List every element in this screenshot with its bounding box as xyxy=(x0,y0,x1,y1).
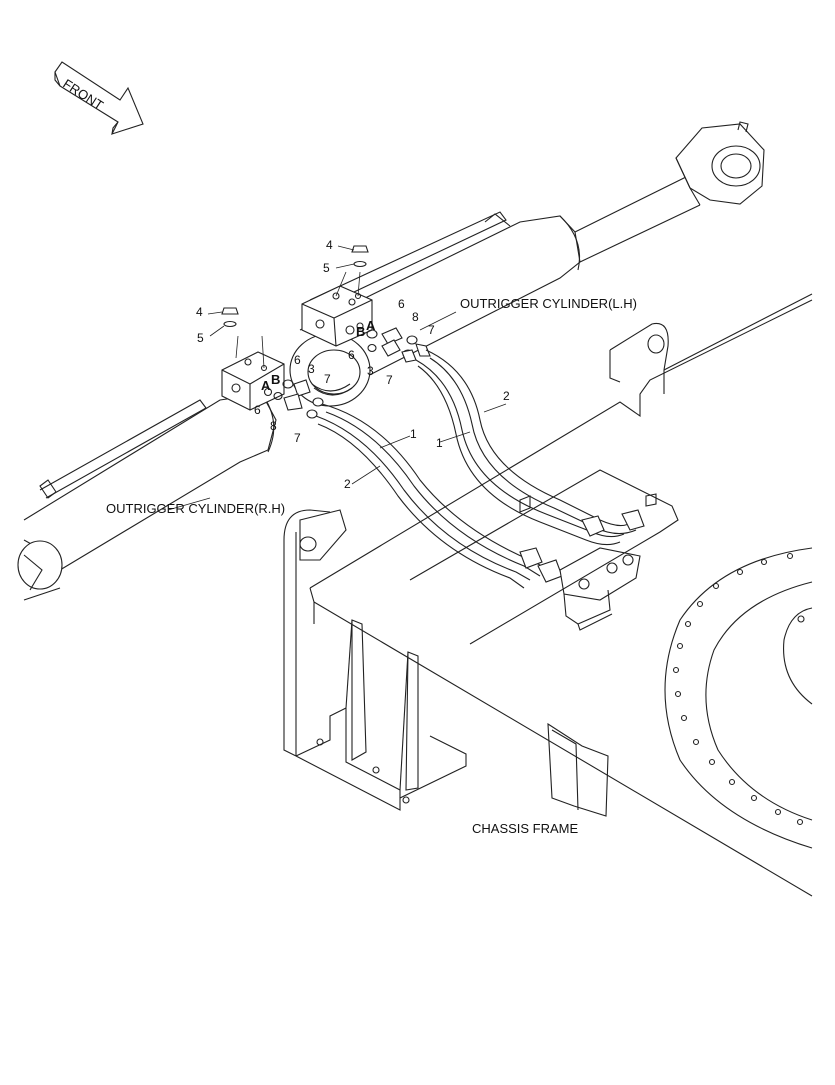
chassis-frame xyxy=(283,293,813,897)
swivel-manifold xyxy=(559,547,641,631)
part-6-rh-a: 6 xyxy=(294,353,301,367)
slewing-ring xyxy=(664,547,813,849)
part-5-lh: 5 xyxy=(323,261,330,275)
part-4-rh: 4 xyxy=(196,305,203,319)
leader-lines xyxy=(167,245,507,511)
valve-block-rh xyxy=(221,335,285,411)
part-7-lh-b: 7 xyxy=(386,373,393,387)
part-3-rh: 3 xyxy=(308,362,315,376)
plug-lh xyxy=(351,245,369,268)
outrigger-lh-label: OUTRIGGER CYLINDER(L.H) xyxy=(460,296,637,311)
outrigger-cylinder-lh xyxy=(289,121,765,407)
part-2-b: 2 xyxy=(344,477,351,491)
part-7-lh-a: 7 xyxy=(428,323,435,337)
part-6-rh-b: 6 xyxy=(254,403,261,417)
part-6-lh-b: 6 xyxy=(348,348,355,362)
outrigger-cylinder-rh xyxy=(17,393,277,601)
part-8-rh: 8 xyxy=(270,419,277,433)
front-arrow: FRONT xyxy=(54,61,144,135)
chassis-frame-label: CHASSIS FRAME xyxy=(472,821,579,836)
part-5-rh: 5 xyxy=(197,331,204,345)
fittings-rh xyxy=(273,379,324,419)
hydraulic-hoses xyxy=(315,349,645,589)
part-1-b: 1 xyxy=(436,436,443,450)
fittings-lh xyxy=(366,327,431,363)
port-b-lh: B xyxy=(356,324,365,339)
part-7-rh-a: 7 xyxy=(324,372,331,386)
port-b-rh: B xyxy=(271,372,280,387)
part-1-a: 1 xyxy=(410,427,417,441)
outrigger-rh-label: OUTRIGGER CYLINDER(R.H) xyxy=(106,501,285,516)
part-6-lh-a: 6 xyxy=(398,297,405,311)
part-4-lh: 4 xyxy=(326,238,333,252)
part-7-rh-b: 7 xyxy=(294,431,301,445)
valve-block-lh xyxy=(301,271,373,347)
port-a-rh: A xyxy=(261,378,271,393)
part-8-lh: 8 xyxy=(412,310,419,324)
port-a-lh: A xyxy=(366,318,376,333)
part-2-a: 2 xyxy=(503,389,510,403)
part-3-lh: 3 xyxy=(367,364,374,378)
plug-rh xyxy=(221,307,239,328)
